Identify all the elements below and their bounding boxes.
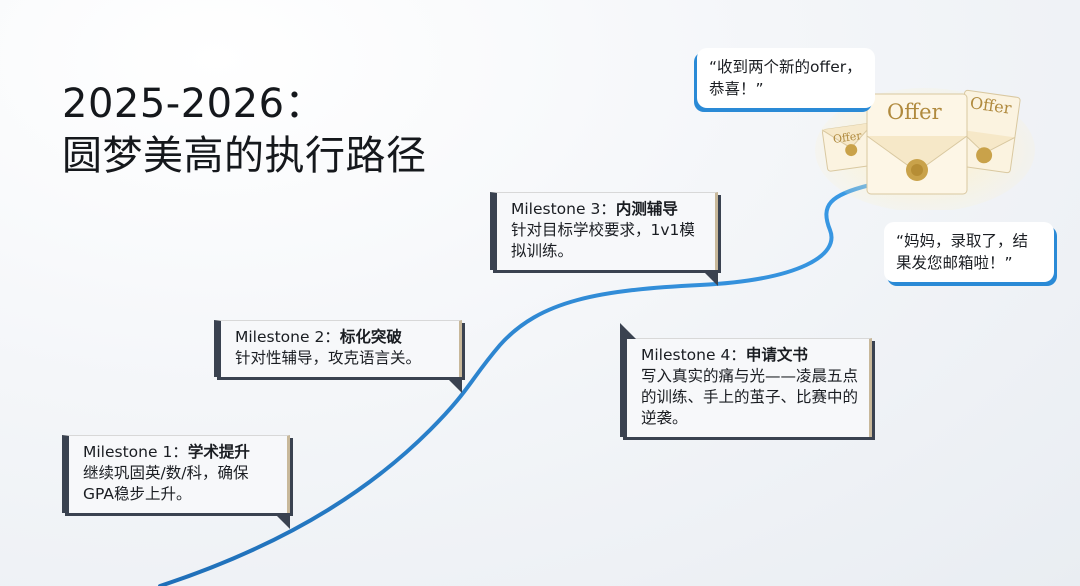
milestone-2-desc: 针对性辅导，攻克语言关。	[235, 349, 422, 367]
milestone-1-desc: 继续巩固英/数/科，确保GPA稳步上升。	[83, 464, 249, 503]
milestone-card-1: Milestone 1：学术提升 继续巩固英/数/科，确保GPA稳步上升。	[62, 435, 290, 529]
milestone-4-desc: 写入真实的痛与光——凌晨五点的训练、手上的茧子、比赛中的逆袭。	[641, 367, 859, 427]
speech-bubble-bottom-text: “妈妈，录取了，结果发您邮箱啦！”	[896, 232, 1029, 272]
milestone-card-2: Milestone 2：标化突破 针对性辅导，攻克语言关。	[214, 320, 462, 393]
milestone-2-tail	[446, 377, 462, 393]
milestone-1-head: Milestone 1：	[83, 443, 188, 461]
milestone-3-desc: 针对目标学校要求，1v1模拟训练。	[511, 221, 695, 260]
milestone-card-3: Milestone 3：内测辅导 针对目标学校要求，1v1模拟训练。	[490, 192, 718, 286]
offer-label-center: Offer	[887, 100, 942, 124]
envelope-right-icon	[954, 89, 1021, 174]
progress-path-line	[158, 183, 872, 586]
milestone-4-tail	[620, 323, 636, 339]
milestone-card-4: Milestone 4：申请文书 写入真实的痛与光——凌晨五点的训练、手上的茧子…	[620, 323, 872, 437]
offer-envelopes-illustration	[815, 88, 1035, 210]
milestone-3-name: 内测辅导	[615, 200, 678, 218]
milestone-1-name: 学术提升	[187, 443, 250, 461]
milestone-4-head: Milestone 4：	[641, 346, 746, 364]
milestone-4-name: 申请文书	[745, 346, 808, 364]
title-line-2: 圆梦美高的执行路径	[62, 133, 427, 179]
milestone-3-head: Milestone 3：	[511, 200, 616, 218]
speech-bubble-top-text: “收到两个新的offer，恭喜！”	[709, 58, 862, 98]
envelope-left-icon	[821, 122, 880, 172]
milestone-3-tail	[702, 270, 718, 286]
speech-bubble-bottom: “妈妈，录取了，结果发您邮箱啦！”	[884, 222, 1054, 282]
envelope-center-icon	[866, 93, 968, 195]
page-title: 2025-2026： 圆梦美高的执行路径	[62, 78, 427, 182]
milestone-2-name: 标化突破	[339, 328, 402, 346]
milestone-1-tail	[274, 513, 290, 529]
milestone-2-head: Milestone 2：	[235, 328, 340, 346]
title-line-1: 2025-2026：	[62, 81, 326, 127]
speech-bubble-top: “收到两个新的offer，恭喜！”	[697, 48, 875, 108]
